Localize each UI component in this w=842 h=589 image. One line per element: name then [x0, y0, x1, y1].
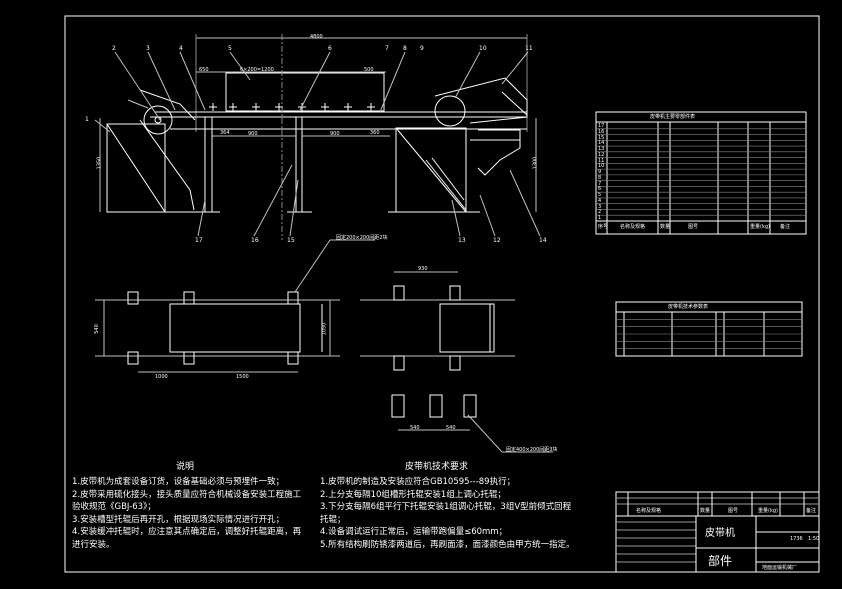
- part-label-11: 11: [525, 45, 533, 52]
- note-a-label: 固定200×200间距2块: [336, 235, 388, 241]
- dim-900b: 900: [330, 131, 340, 137]
- parts-table-row-no: 7: [598, 180, 602, 187]
- req-lines-line: 4.设备调试运行正常后，运输带跑偏量≤60mm；: [320, 527, 508, 537]
- dim-650: 650: [199, 67, 209, 73]
- parts-table-row-no: 4: [598, 197, 602, 204]
- part-label-1: 1: [85, 116, 89, 123]
- part-label-16: 16: [251, 237, 259, 244]
- part-label-13: 13: [458, 237, 466, 244]
- title-block-size: 1736: [790, 536, 803, 542]
- part-label-6: 6: [328, 45, 332, 52]
- part-label-7: 7: [385, 45, 389, 52]
- parts-table-row-no: 8: [598, 174, 602, 181]
- title-block-lines: [615, 491, 820, 573]
- dim-top-total: 4800: [310, 34, 323, 40]
- dim-360: 360: [370, 130, 380, 136]
- notes-lines-line: 验收规范《GBJ-63》；: [72, 502, 156, 512]
- tech-table-title: 皮带机技术参数表: [668, 304, 709, 310]
- notes-lines-line: 1.皮带机为成套设备订货，设备基础必须与预埋件一致；: [72, 477, 285, 487]
- parts-header-name: 名称及规格: [620, 224, 646, 230]
- req-lines-line: 托辊；: [320, 514, 346, 525]
- dim-plan-540c: 540: [446, 425, 456, 431]
- parts-header-qty: 数量: [660, 224, 671, 230]
- dim-900a: 900: [248, 131, 258, 137]
- elevation-view: [94, 34, 541, 240]
- parts-table-row-no: 12: [598, 151, 605, 158]
- notes-lines-line: 4.安装缓冲托辊时，应注意其点确定后，调整好托辊距离，再: [72, 527, 302, 537]
- parts-table-row-no: 10: [598, 163, 605, 170]
- parts-table-row-no: 9: [598, 169, 602, 176]
- dim-500: 500: [364, 67, 374, 73]
- req-lines-line: 5.所有结构刷防锈漆两道后，再刷面漆，面漆颜色由甲方统一指定。: [320, 539, 575, 550]
- parts-header-weight: 重量(kg): [750, 224, 770, 230]
- req-lines-line: 3.下分支每隔6组平行下托辊安装1组调心托辊，3组V型前倾式回程: [320, 502, 572, 512]
- parts-header-drawing: 图号: [688, 224, 699, 230]
- dim-plan-540b: 540: [410, 425, 420, 431]
- part-label-2: 2: [112, 45, 116, 52]
- dim-plan-1500: 1500: [236, 374, 249, 380]
- parts-header-note: 备注: [780, 224, 791, 230]
- parts-table-row-no: 14: [598, 140, 605, 147]
- req-lines-line: 1.皮带机的制造及安装应符合GB10595---89执行；: [320, 477, 516, 487]
- parts-header-no: 序号: [598, 224, 609, 230]
- part-label-15: 15: [287, 237, 295, 244]
- part-label-8: 8: [403, 45, 407, 52]
- idler-marks: [209, 103, 375, 111]
- part-label-5: 5: [228, 45, 232, 52]
- title-block-name: 皮带机: [705, 528, 735, 539]
- parts-table-row-no: 6: [598, 186, 602, 193]
- parts-table-title: 皮带机主要零部件表: [650, 114, 696, 120]
- dim-1350: 1350: [96, 156, 103, 170]
- title-block-header-qty: 数量: [700, 508, 711, 514]
- dim-plan-930: 930: [418, 266, 428, 272]
- title-block-header-name: 名称及规格: [636, 508, 662, 514]
- parts-table-row-no: 2: [598, 209, 602, 216]
- tech-table-lines: [615, 301, 803, 357]
- part-label-17: 17: [195, 237, 203, 244]
- dim-plan-540: 540: [93, 324, 100, 334]
- parts-table-row-no: 15: [598, 134, 605, 141]
- part-label-10: 10: [479, 45, 487, 52]
- dim-plan-1000: 1000: [155, 374, 168, 380]
- dim-plan-1050: 1050: [321, 322, 328, 336]
- part-label-14: 14: [539, 237, 547, 244]
- notes-lines-line: 3.安装槽型托辊后再开孔，根据现场实际情况进行开孔；: [72, 514, 285, 525]
- parts-table-row-no: 3: [598, 203, 602, 210]
- parts-table-row-no: 17: [598, 123, 605, 129]
- part-label-4: 4: [179, 45, 183, 52]
- dim-1300: 1300: [532, 156, 539, 170]
- parts-table-row-no: 16: [598, 128, 605, 135]
- parts-table-row-no: 5: [598, 192, 602, 199]
- title-block-header-weight: 重量(kg): [758, 508, 778, 514]
- req-lines-line: 2.上分支每隔10组槽形托辊安装1组上调心托辊；: [320, 489, 506, 500]
- note-b-label: 固定400×200间距3块: [506, 447, 558, 453]
- title-block-header-drawing: 图号: [728, 508, 739, 514]
- part-label-9: 9: [420, 45, 424, 52]
- notes-lines-line: 进行安装。: [72, 539, 115, 550]
- plan-view: [95, 239, 553, 453]
- title-block-header-note: 备注: [806, 508, 817, 514]
- notes-lines-line: 2.皮带采用硫化接头，接头质量应符合机械设备安装工程施工: [72, 489, 302, 500]
- notes-heading: 说明: [176, 462, 195, 472]
- parts-table-lines: [595, 111, 807, 235]
- title-block-subtitle: 部件: [708, 554, 733, 568]
- part-label-3: 3: [146, 45, 150, 52]
- parts-table-row-no: 13: [598, 146, 605, 153]
- parts-table-row-no: 11: [598, 157, 605, 164]
- parts-table-row-no: 1: [598, 215, 602, 222]
- requirements-heading: 皮带机技术要求: [405, 462, 469, 472]
- dim-idler-set: 6×200=1200: [240, 67, 274, 73]
- title-block-company: 地面运输机械厂: [762, 565, 798, 571]
- sheet-border: [64, 15, 820, 573]
- part-label-12: 12: [493, 237, 501, 244]
- title-block-scale: 1:50: [808, 536, 820, 542]
- dim-364: 364: [220, 130, 230, 136]
